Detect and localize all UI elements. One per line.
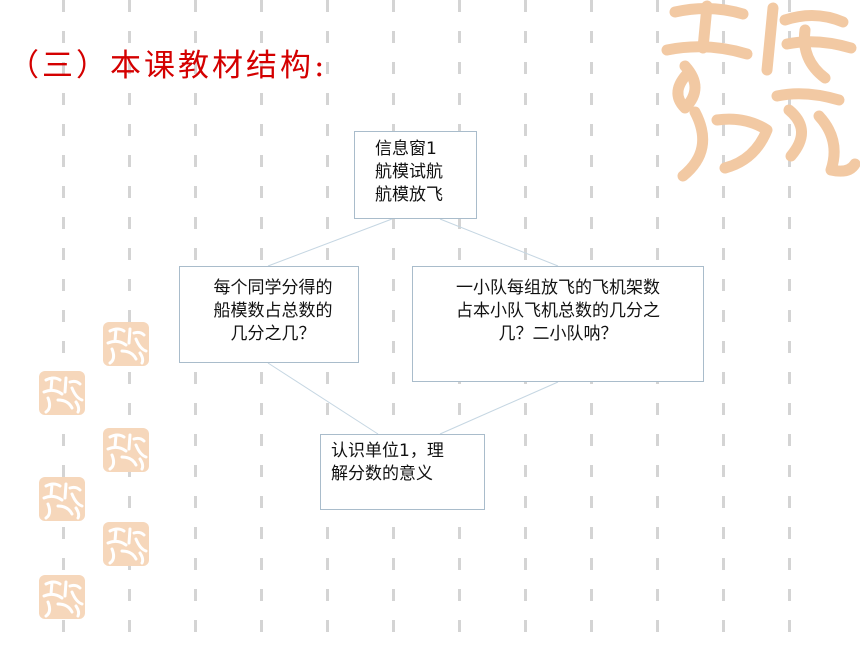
rule-line bbox=[392, 0, 395, 645]
seal-logo-large bbox=[661, 0, 860, 182]
connector-info-to-right bbox=[439, 218, 559, 267]
info-window-box: 信息窗1 航模试航 航模放飞 bbox=[354, 131, 477, 219]
rule-line bbox=[788, 0, 791, 645]
question-right-box: 一小队每组放飞的飞机架数 占本小队飞机总数的几分之 几？二小队呐？ bbox=[412, 266, 704, 382]
seal-stamp-small bbox=[39, 371, 85, 415]
question-left-text: 每个同学分得的 船模数占总数的 几分之几？ bbox=[213, 278, 333, 344]
seal-stamp-small bbox=[39, 477, 85, 521]
connector-right-to-goal bbox=[439, 381, 559, 435]
connector-info-to-left bbox=[267, 218, 393, 267]
question-right-text: 一小队每组放飞的飞机架数 占本小队飞机总数的几分之 几？二小队呐？ bbox=[456, 278, 660, 344]
seal-stamp-small bbox=[39, 575, 85, 619]
question-left-box: 每个同学分得的 船模数占总数的 几分之几？ bbox=[179, 266, 359, 363]
rule-line bbox=[722, 0, 725, 645]
seal-stamp-small bbox=[103, 428, 149, 472]
page-title: （三）本课教材结构: bbox=[8, 48, 328, 84]
seal-stamp-small bbox=[103, 322, 149, 366]
connector-left-to-goal bbox=[267, 362, 379, 435]
goal-text: 认识单位1，理 解分数的意义 bbox=[331, 441, 444, 484]
rule-line bbox=[62, 0, 65, 645]
seal-stamp-small bbox=[103, 522, 149, 566]
info-window-text: 信息窗1 航模试航 航模放飞 bbox=[375, 139, 443, 205]
goal-box: 认识单位1，理 解分数的意义 bbox=[320, 434, 485, 510]
